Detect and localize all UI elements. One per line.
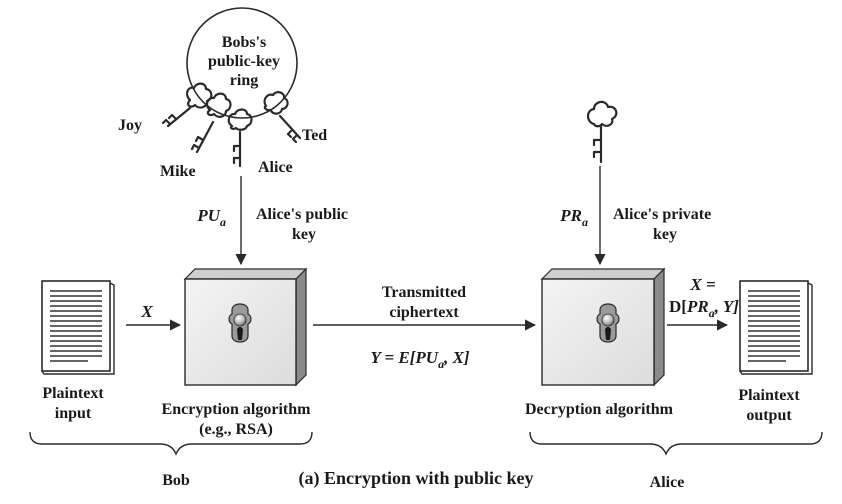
decrypt-key-label-line1: Alice's private xyxy=(613,206,711,223)
output-formula-line1: X = xyxy=(689,275,715,294)
keyring-name-ted: Ted xyxy=(302,127,327,144)
transmission-label-line1: Transmitted xyxy=(382,284,466,301)
encryption-label-line1: Encryption algorithm xyxy=(162,401,312,418)
alice-brace xyxy=(529,431,823,456)
private-key-icon xyxy=(586,100,618,164)
encryption-algorithm-box xyxy=(183,267,308,387)
keyring-label-line3: ring xyxy=(230,72,258,89)
alice-key-icon xyxy=(227,108,253,168)
encrypt-key-label-line1: Alice's public xyxy=(256,206,348,223)
transmission-label-line2: ciphertext xyxy=(389,304,459,321)
decryption-algorithm-box xyxy=(540,267,666,387)
bob-brace xyxy=(29,431,313,456)
encrypt-key-label-line2: key xyxy=(292,226,316,243)
plaintext-output-label-line2: output xyxy=(746,407,792,424)
plaintext-output-document-icon xyxy=(739,280,813,375)
decrypt-key-label-line2: key xyxy=(653,226,677,243)
alice-label: Alice xyxy=(650,474,685,491)
keyring-circle xyxy=(186,7,298,119)
ciphertext-formula: Y = E[PUa, X] xyxy=(370,348,469,371)
keyring-name-joy: Joy xyxy=(118,117,142,134)
figure-caption: (a) Encryption with public key xyxy=(298,468,533,489)
input-variable: X xyxy=(140,302,153,321)
decrypt-key-symbol: PRa xyxy=(559,206,588,229)
encryption-lock-icon xyxy=(228,303,252,343)
mike-key-icon xyxy=(190,92,232,154)
bob-label: Bob xyxy=(162,472,190,489)
ted-key-icon xyxy=(263,91,302,144)
keyring-label-line2: public-key xyxy=(208,53,280,70)
plaintext-input-label-line1: Plaintext xyxy=(42,385,104,402)
plaintext-output-label-line1: Plaintext xyxy=(738,387,800,404)
plaintext-input-document-icon xyxy=(41,280,115,375)
keyring-name-mike: Mike xyxy=(160,163,196,180)
encrypt-key-symbol: PUa xyxy=(196,206,226,229)
keyring-name-alice: Alice xyxy=(258,159,293,176)
joy-key-icon xyxy=(161,82,213,128)
decryption-label: Decryption algorithm xyxy=(525,401,674,418)
encryption-label-line2: (e.g., RSA) xyxy=(199,421,273,438)
keyring-label-line1: Bobs's xyxy=(222,34,266,51)
output-formula-line2: D[PRa, Y] xyxy=(669,297,739,320)
decryption-lock-icon xyxy=(596,303,620,343)
plaintext-input-label-line2: input xyxy=(55,405,92,422)
public-key-ring: Bobs's public-key ring Joy Mike Alice Te… xyxy=(118,7,327,180)
